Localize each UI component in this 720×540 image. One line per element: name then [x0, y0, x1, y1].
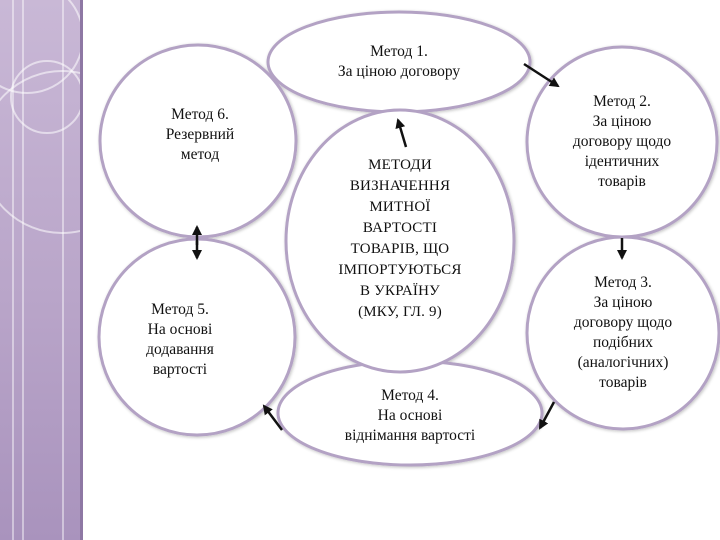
method-3-line: договору щодо — [573, 314, 673, 331]
method-2-line: товарів — [598, 173, 646, 190]
method-3-line: товарів — [599, 374, 647, 391]
sidebar-stripe — [22, 0, 24, 540]
method-5-line: вартості — [152, 361, 208, 378]
center-line: ІМПОРТУЮТЬСЯ — [338, 262, 462, 278]
arrow-method-1-to-method-2 — [523, 62, 560, 88]
center-line: (МКУ, ГЛ. 9) — [358, 304, 442, 320]
method-4-label: Метод 4. На основі віднімання вартості — [300, 384, 520, 448]
decorative-sidebar — [0, 0, 80, 540]
method-5-line: додавання — [146, 341, 214, 358]
method-6-line: Метод 6. — [171, 106, 229, 123]
method-4-line: віднімання вартості — [344, 427, 476, 444]
sidebar-border — [80, 0, 83, 540]
center-line: МЕТОДИ — [368, 157, 432, 173]
center-line: ВИЗНАЧЕННЯ — [349, 178, 451, 194]
method-3-label: Метод 3. За ціною договору щодо подібних (ан… — [548, 268, 698, 398]
method-6-line: метод — [180, 146, 220, 163]
center-node — [284, 108, 516, 374]
arrow-method-3-to-method-4 — [538, 401, 556, 430]
method-3-line: подібних — [592, 334, 654, 351]
method-2-line: За ціною — [592, 113, 652, 130]
method-6-label: Метод 6. Резервний метод — [135, 102, 265, 168]
method-2-line: договору щодо — [572, 133, 672, 150]
method-5-line: Метод 5. — [151, 301, 209, 318]
method-2-line: Метод 2. — [593, 93, 651, 110]
arrow-method-4-to-method-5 — [262, 404, 283, 431]
method-3-line: (аналогічних) — [577, 354, 669, 371]
method-6-line: Резервний — [165, 126, 235, 143]
center-line: ТОВАРІВ, ЩО — [350, 241, 450, 257]
center-line: МИТНОЇ — [369, 199, 431, 215]
method-3-line: Метод 3. — [594, 274, 652, 291]
method-4-line: На основі — [377, 407, 443, 424]
arrow-center-to-method-1 — [395, 118, 408, 148]
method-2-line: ідентичних — [584, 153, 660, 170]
method-5-line: На основі — [147, 321, 213, 338]
method-1-line: Метод 1. — [370, 43, 428, 60]
sidebar-stripe — [12, 0, 14, 540]
method-3-node — [525, 235, 720, 431]
method-5-label: Метод 5. На основі додавання вартості — [120, 292, 240, 388]
method-4-line: Метод 4. — [381, 387, 439, 404]
center-line: В УКРАЇНУ — [360, 283, 440, 299]
center-line: ВАРТОСТІ — [362, 220, 438, 236]
method-1-line: За ціною договору — [337, 63, 461, 80]
sidebar-stripe — [62, 0, 64, 540]
method-1-label: Метод 1. За ціною договору — [299, 38, 499, 86]
method-3-line: За ціною — [593, 294, 653, 311]
method-2-label: Метод 2. За ціною договору щодо ідентичних т… — [547, 82, 697, 202]
center-label: МЕТОДИ ВИЗНАЧЕННЯ МИТНОЇ ВАРТОСТІ ТОВАРІВ, Щ… — [314, 150, 486, 328]
